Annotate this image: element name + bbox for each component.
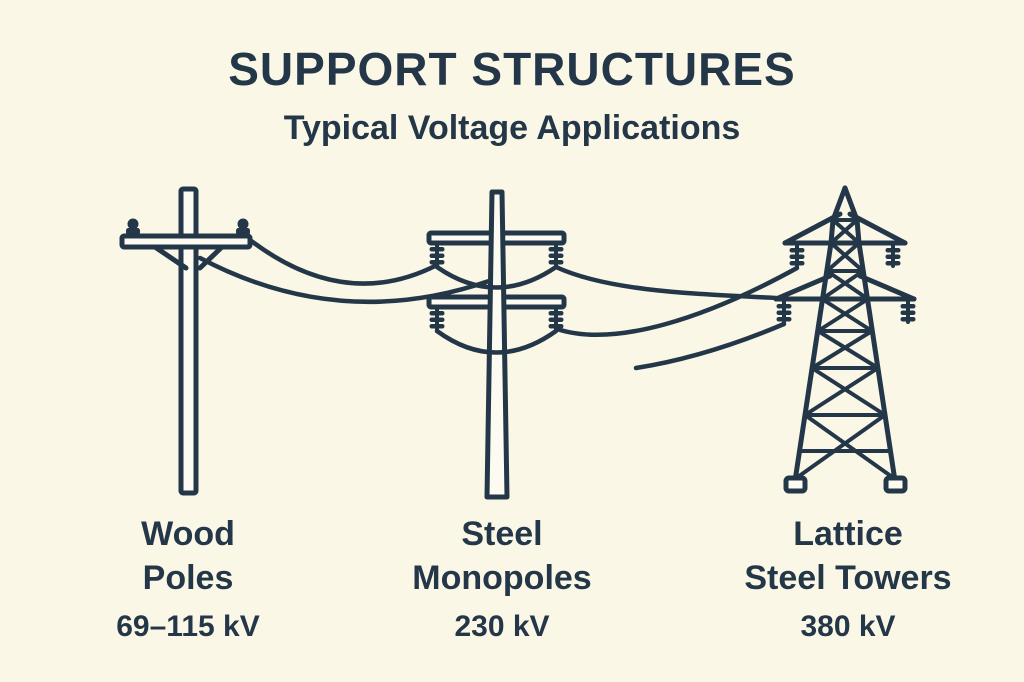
structure-name: Steel Monopoles — [377, 513, 627, 600]
lattice-steel-tower-icon — [773, 185, 918, 494]
structure-name-line2: Steel Towers — [744, 558, 952, 597]
disc-insulator-icon — [546, 305, 566, 331]
disc-insulator-icon — [774, 298, 794, 324]
disc-insulator-icon — [898, 298, 918, 324]
structure-name-line1: Steel — [461, 515, 543, 553]
wood-pole-icon — [119, 186, 253, 496]
power-line-wire — [554, 265, 800, 337]
structure-voltage: 380 kV — [800, 610, 896, 644]
power-line-wire — [434, 328, 559, 355]
header: SUPPORT STRUCTURES Typical Voltage Appli… — [0, 44, 1024, 148]
steel-monopole-icon — [426, 189, 567, 500]
page-title: SUPPORT STRUCTURES — [228, 43, 796, 95]
pin-insulator-icon — [236, 218, 250, 235]
structure-voltage: 69–115 kV — [116, 610, 260, 644]
disc-insulator-icon — [546, 241, 566, 267]
structure-name-line2: Poles — [142, 558, 234, 597]
power-line-wire — [434, 264, 559, 290]
power-line-wire — [197, 255, 492, 305]
power-line-wire — [553, 264, 779, 301]
disc-insulator-icon — [427, 305, 447, 331]
structure-name-line1: Wood — [141, 515, 235, 553]
structure-name: Lattice Steel Towers — [698, 513, 998, 600]
label-steel-monopoles: Steel Monopoles 230 kV — [377, 513, 627, 644]
structure-name: Wood Poles — [63, 513, 313, 600]
power-line-wire — [633, 321, 787, 371]
structure-name-line1: Lattice — [793, 515, 903, 553]
disc-insulator-icon — [787, 242, 807, 268]
pin-insulator-icon — [126, 218, 140, 235]
structure-name-line2: Monopoles — [412, 558, 592, 597]
label-lattice-steel-towers: Lattice Steel Towers 380 kV — [698, 513, 998, 644]
power-line-wires — [197, 237, 800, 371]
disc-insulator-icon — [427, 241, 447, 267]
structure-voltage: 230 kV — [454, 610, 550, 644]
page-subtitle: Typical Voltage Applications — [283, 108, 741, 147]
disc-insulator-icon — [883, 242, 903, 268]
power-line-wire — [247, 237, 440, 286]
label-wood-poles: Wood Poles 69–115 kV — [63, 513, 313, 644]
